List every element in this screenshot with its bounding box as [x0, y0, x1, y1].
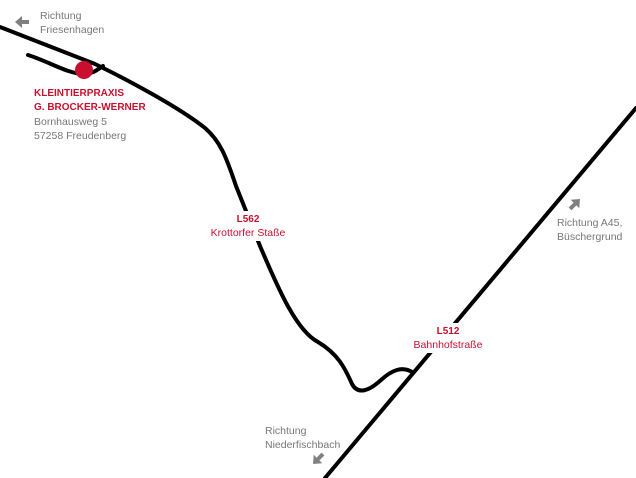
direction-a45-bueschergrund: Richtung A45, Büschergrund	[557, 199, 623, 243]
road-label-l562: L562 Krottorfer Staße	[206, 211, 290, 241]
road-label-l512: L512 Bahnhofstraße	[411, 323, 485, 353]
road-name-l562: Krottorfer Staße	[211, 227, 286, 239]
road-l562	[0, 25, 414, 393]
arrow-up-right-icon	[568, 199, 580, 211]
direction-line1: Richtung A45,	[557, 217, 622, 229]
direction-line2: Niederfischbach	[265, 439, 340, 451]
road-l512	[323, 106, 636, 478]
arrow-down-left-icon	[313, 452, 325, 464]
direction-line2: Friesenhagen	[40, 24, 104, 36]
practice-name: KLEINTIERPRAXIS	[34, 88, 124, 99]
practice-owner: G. BROCKER-WERNER	[34, 102, 146, 113]
road-name-l512: Bahnhofstraße	[414, 339, 483, 351]
direction-friesenhagen: Richtung Friesenhagen	[15, 10, 104, 36]
direction-line1: Richtung	[265, 425, 307, 437]
arrow-left-icon	[15, 16, 29, 28]
direction-line1: Richtung	[40, 10, 82, 22]
direction-line2: Büschergrund	[557, 231, 623, 243]
road-number-l562: L562	[237, 214, 260, 225]
practice-city: 57258 Freudenberg	[34, 130, 126, 142]
road-number-l512: L512	[437, 326, 460, 337]
practice-address: KLEINTIERPRAXIS G. BROCKER-WERNER Bornha…	[34, 88, 146, 142]
direction-niederfischbach: Richtung Niederfischbach	[265, 425, 340, 464]
location-dot-icon	[75, 61, 93, 79]
practice-street: Bornhausweg 5	[34, 116, 107, 128]
